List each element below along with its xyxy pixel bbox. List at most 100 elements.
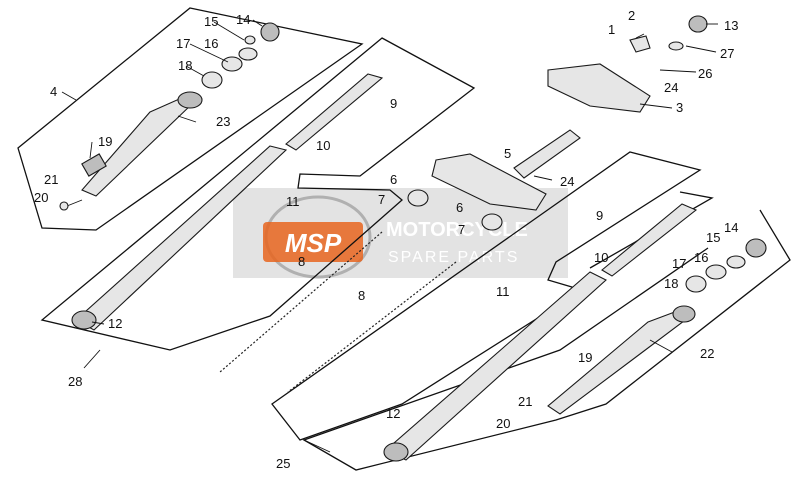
leader-19 (89, 141, 93, 159)
right-slider-top (672, 305, 696, 323)
leader-27 (303, 439, 331, 453)
leader-4 (61, 91, 77, 101)
leader-18 (185, 65, 205, 77)
label-28: 28 (68, 374, 82, 389)
right-spring (287, 261, 457, 393)
part-18-seal (201, 71, 223, 89)
leader-lines (61, 19, 718, 453)
right-inner-tube (385, 271, 607, 461)
label-4: 4 (50, 84, 57, 99)
part-19-clamp (81, 153, 107, 177)
label-24-upper: 24 (664, 80, 678, 95)
label-14: 14 (236, 12, 250, 27)
springs (219, 231, 457, 393)
part-17-ring (221, 56, 243, 72)
label-5: 5 (504, 146, 511, 161)
outline-group-22 (302, 209, 791, 471)
label-16-right: 16 (694, 250, 708, 265)
label-25: 26 (698, 66, 712, 81)
part-21-washer (59, 201, 69, 211)
label-15-right: 15 (706, 230, 720, 245)
label-14-right: 14 (724, 220, 738, 235)
part-16-right-washer (726, 255, 746, 269)
part-14-right-cap (745, 238, 767, 258)
label-12-right: 12 (386, 406, 400, 421)
label-18-right: 18 (664, 276, 678, 291)
label-19: 19 (98, 134, 112, 149)
label-21: 21 (44, 172, 58, 187)
label-10-left: 10 (316, 138, 330, 153)
label-17-right: 17 (672, 256, 686, 271)
outline-group-4 (17, 7, 364, 231)
label-15: 15 (204, 14, 218, 29)
part-6-left (407, 189, 429, 207)
part-13-cap (688, 15, 708, 33)
leader-17 (189, 43, 229, 63)
watermark-logo-badge (263, 222, 363, 262)
part-6-right (481, 213, 503, 231)
label-2: 2 (628, 8, 635, 23)
watermark-line1: MOTORCYCLE (386, 219, 528, 241)
leader-12-left (91, 321, 105, 325)
leader-1 (635, 33, 645, 39)
leader-23 (177, 115, 197, 123)
label-17: 17 (176, 36, 190, 51)
part-3-upper-clamp (547, 63, 651, 113)
label-1: 1 (608, 22, 615, 37)
steering-stem (513, 129, 581, 179)
leader-24-lower (533, 175, 553, 181)
label-16: 16 (204, 36, 218, 51)
watermark-brand: MSP (285, 228, 342, 258)
label-10-right: 10 (594, 250, 608, 265)
label-11-right: 11 (496, 284, 510, 299)
right-leg-assembly (547, 238, 767, 415)
label-24-lower: 24 (560, 174, 574, 189)
leader-15 (213, 21, 245, 41)
label-18: 18 (178, 58, 192, 73)
part-18-right-seal (685, 275, 707, 293)
part-1-bracket (629, 35, 651, 53)
leader-26 (685, 45, 717, 53)
label-20-right: 20 (496, 416, 510, 431)
part-17-right-ring (705, 264, 727, 280)
label-8-left: 8 (298, 254, 305, 269)
left-leg-assembly (59, 22, 280, 211)
left-slider-top (177, 91, 203, 109)
label-19-right: 19 (578, 350, 592, 365)
label-20: 20 (34, 190, 48, 205)
label-11-left: 11 (286, 194, 300, 209)
label-13: 13 (724, 18, 738, 33)
label-8-right: 8 (358, 288, 365, 303)
label-23: 23 (216, 114, 230, 129)
part-5-lower-clamp (431, 153, 547, 211)
label-6-left: 6 (390, 172, 397, 187)
label-12-left: 12 (108, 316, 122, 331)
leader-28 (83, 349, 101, 369)
part-labels: 15 14 17 16 18 4 23 19 21 20 12 28 9 10 … (34, 8, 738, 471)
leader-3 (639, 103, 673, 109)
triple-clamps (407, 15, 708, 231)
label-6-right: 6 (456, 200, 463, 215)
label-22: 22 (700, 346, 714, 361)
label-9-left: 9 (390, 96, 397, 111)
label-7-right: 7 (458, 222, 465, 237)
part-26-oring (668, 41, 684, 51)
outline-group-9-right (589, 191, 714, 269)
label-7-left: 7 (378, 192, 385, 207)
inner-tubes (71, 73, 698, 462)
label-21-right: 21 (518, 394, 532, 409)
part-12-left-cap (71, 310, 97, 330)
leader-14 (252, 19, 263, 27)
leader-22 (649, 339, 673, 353)
watermark-line2: SPARE PARTS (388, 249, 519, 266)
part-12-right-cap (383, 442, 409, 462)
label-9-right: 9 (596, 208, 603, 223)
leader-25 (659, 69, 697, 73)
part-16-washer (238, 47, 258, 61)
left-inner-tube (75, 145, 288, 331)
right-slider-body (547, 309, 689, 415)
part-14-cap (260, 22, 280, 42)
label-3: 3 (676, 100, 683, 115)
